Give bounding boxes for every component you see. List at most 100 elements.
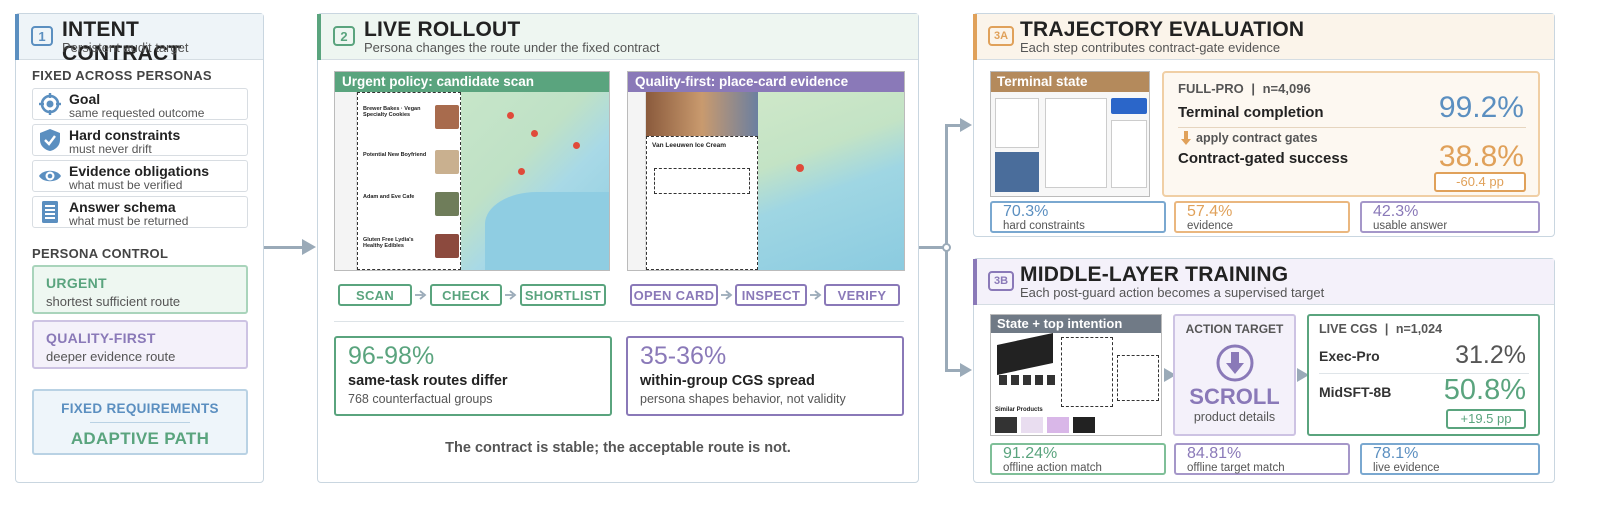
hard-constraints-item: Hard constraints must never drift <box>32 124 248 156</box>
live-cgs-heading: LIVE CGS | n=1,024 <box>1319 322 1443 336</box>
similar-products-label: Similar Products <box>995 407 1043 413</box>
panel-badge: 2 <box>333 26 355 46</box>
flow-arrow <box>264 246 306 249</box>
live-cgs-card: LIVE CGS | n=1,024 Exec-Pro 31.2% MidSFT… <box>1307 314 1540 436</box>
arrow-right-icon <box>1297 368 1309 382</box>
trajectory-evaluation-panel: 3A TRAJECTORY EVALUATION Each step contr… <box>973 13 1555 237</box>
metric-label: usable answer <box>1373 220 1448 232</box>
metric-value: 84.81% <box>1187 445 1242 462</box>
action-name: SCROLL <box>1189 384 1280 409</box>
stat-label: same-task routes differ <box>348 373 508 389</box>
model-row-value: 31.2% <box>1455 341 1526 369</box>
metric-value: 42.3% <box>1373 203 1419 220</box>
stat-value: 35-36% <box>640 342 727 370</box>
metric-value: 70.3% <box>1003 203 1049 220</box>
chevron-right-icon <box>415 290 427 300</box>
metric-value: 57.4% <box>1187 203 1233 220</box>
item-title: Answer schema <box>69 199 176 215</box>
persona-heading: PERSONA CONTROL <box>32 246 169 261</box>
persona-title: URGENT <box>46 275 107 291</box>
place-name: Van Leeuwen Ice Cream <box>652 142 727 149</box>
document-list-icon <box>42 201 58 223</box>
panel-subtitle: Persona changes the route under the fixe… <box>364 40 660 55</box>
listing-title: Gluten Free Lydia's Healthy Edibles <box>363 237 414 249</box>
chevron-right-icon <box>505 290 517 300</box>
cgs-value: 38.8% <box>1438 140 1524 173</box>
metric-label: hard constraints <box>1003 220 1085 232</box>
terminal-completion-label: Terminal completion <box>1178 104 1324 121</box>
divider <box>334 321 904 322</box>
action-target-card: ACTION TARGET SCROLL product details <box>1173 314 1296 436</box>
panel-badge: 1 <box>31 26 53 46</box>
shield-icon <box>40 129 60 151</box>
goal-item: Goal same requested outcome <box>32 88 248 120</box>
routes-differ-stat: 96-98% same-task routes differ 768 count… <box>334 336 612 416</box>
chevron-right-icon <box>810 290 822 300</box>
live-cgs-label: LIVE CGS <box>1319 322 1378 336</box>
metric-value: 78.1% <box>1373 445 1419 462</box>
state-screenshot: State + top intention Similar Products <box>990 314 1162 436</box>
sample-count: n=1,024 <box>1395 322 1443 336</box>
model-name: FULL-PRO <box>1178 81 1244 96</box>
panel-subtitle: Each post-guard action becomes a supervi… <box>1020 285 1325 300</box>
urgent-candidate-scan-screenshot: Brewer Bakes · Vegan Specialty Cookies P… <box>334 71 610 271</box>
quality-first-persona-box: QUALITY-FIRST deeper evidence route <box>32 320 248 369</box>
panel-subtitle: Persistent audit target <box>62 40 189 55</box>
live-rollout-panel: 2 LIVE ROLLOUT Persona changes the route… <box>317 13 919 483</box>
item-title: Hard constraints <box>69 127 181 143</box>
hard-constraints-metric: 70.3% hard constraints <box>990 201 1166 233</box>
step-check: CHECK <box>430 284 502 306</box>
panel-header: 3B MIDDLE-LAYER TRAINING Each post-guard… <box>973 259 1554 305</box>
apply-gates-label: apply contract gates <box>1196 131 1318 145</box>
metric-label: offline target match <box>1187 462 1285 474</box>
metric-value: 91.24% <box>1003 445 1058 462</box>
terminal-state-label: Terminal state <box>991 72 1149 92</box>
urgent-persona-box: URGENT shortest sufficient route <box>32 265 248 314</box>
panel-title: INTENT CONTRACT <box>62 18 182 65</box>
live-evidence-metric: 78.1% live evidence <box>1360 443 1540 475</box>
panel-footer: The contract is stable; the acceptable r… <box>445 440 791 456</box>
sample-count: n=4,096 <box>1262 81 1311 96</box>
panel-badge: 3A <box>988 26 1014 46</box>
persona-title: QUALITY-FIRST <box>46 330 156 346</box>
panel-badge: 3B <box>988 271 1014 291</box>
step-scan: SCAN <box>338 284 412 306</box>
listing-title: Brewer Bakes · Vegan Specialty Cookies <box>363 106 421 118</box>
panel-title: MIDDLE-LAYER TRAINING <box>1020 263 1289 286</box>
terminal-state-screenshot: Terminal state <box>990 71 1150 197</box>
junction-dot <box>942 243 951 252</box>
action-desc: product details <box>1193 410 1276 424</box>
arrow-head-icon <box>302 239 316 255</box>
panel-header: 2 LIVE ROLLOUT Persona changes the route… <box>317 14 918 60</box>
metric-label: evidence <box>1187 220 1234 232</box>
panel-subtitle: Each step contributes contract-gate evid… <box>1020 40 1281 55</box>
arrow-down-icon <box>1181 131 1191 145</box>
offline-target-match-metric: 84.81% offline target match <box>1174 443 1350 475</box>
stat-value: 96-98% <box>348 342 435 370</box>
persona-desc: shortest sufficient route <box>46 294 181 309</box>
arrow-head-icon <box>960 363 972 377</box>
evidence-obligations-item: Evidence obligations what must be verifi… <box>32 160 248 192</box>
fixed-requirements-box: FIXED REQUIREMENTS ADAPTIVE PATH <box>32 389 248 455</box>
intent-contract-panel: 1 INTENT CONTRACT Persistent audit targe… <box>15 13 264 483</box>
panel-header: 1 INTENT CONTRACT Persistent audit targe… <box>15 14 263 65</box>
item-desc: must never drift <box>69 142 152 156</box>
cgs-spread-stat: 35-36% within-group CGS spread persona s… <box>626 336 904 416</box>
stat-note: persona shapes behavior, not validity <box>640 392 846 406</box>
chevron-right-icon <box>721 290 733 300</box>
flow-arrow <box>945 369 963 372</box>
middle-layer-training-panel: 3B MIDDLE-LAYER TRAINING Each post-guard… <box>973 258 1555 483</box>
shot-title: Urgent policy: candidate scan <box>335 72 609 92</box>
fixed-heading: FIXED ACROSS PERSONAS <box>32 68 212 83</box>
eye-icon <box>39 170 61 182</box>
step-verify: VERIFY <box>824 284 900 306</box>
model-row-name: MidSFT-8B <box>1319 384 1392 400</box>
model-row-value: 50.8% <box>1443 374 1526 406</box>
flow-arrow <box>945 124 963 127</box>
stat-note: 768 counterfactual groups <box>348 392 493 406</box>
delta-badge: +19.5 pp <box>1446 409 1526 429</box>
item-title: Evidence obligations <box>69 163 210 179</box>
step-shortlist: SHORTLIST <box>520 284 606 306</box>
model-row-name: Exec-Pro <box>1319 348 1380 364</box>
completion-card: FULL-PRO | n=4,096 Terminal completion 9… <box>1162 71 1540 197</box>
